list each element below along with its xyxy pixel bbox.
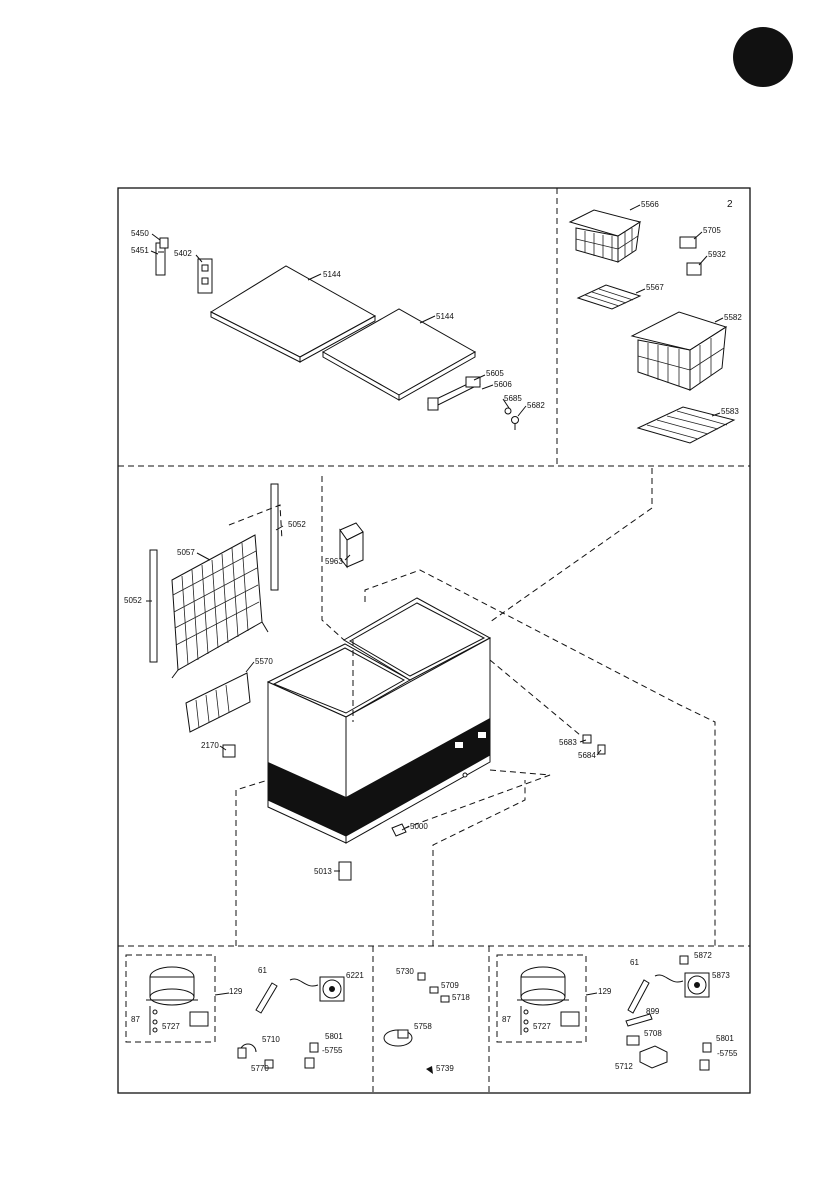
label-61-left: 61: [258, 966, 267, 975]
grille-5570: [186, 673, 250, 732]
side-strip-5052-right: [271, 484, 278, 590]
label-5755-right: -5755: [717, 1049, 738, 1058]
label-5727-left: 5727: [162, 1022, 180, 1031]
label-5567: 5567: [646, 283, 664, 292]
fan-6221: [290, 977, 344, 1001]
label-5873: 5873: [712, 971, 730, 980]
label-5583: 5583: [721, 407, 739, 416]
part-5718: [441, 996, 449, 1002]
panel-cabinet: [146, 468, 715, 946]
label-5739: 5739: [436, 1064, 454, 1073]
label-5710: 5710: [262, 1035, 280, 1044]
probe-61-left: [256, 983, 277, 1013]
part-5708: [627, 1036, 639, 1045]
label-5727-right: 5727: [533, 1022, 551, 1031]
label-5709: 5709: [441, 981, 459, 990]
label-5144a: 5144: [323, 270, 341, 279]
label-5684: 5684: [578, 751, 596, 760]
label-6221: 6221: [346, 971, 364, 980]
label-panel-2: 2: [727, 199, 733, 210]
part-5755-left: [305, 1058, 314, 1068]
label-899: 899: [646, 1007, 660, 1016]
foot-5000: [392, 824, 406, 836]
label-87-right: 87: [502, 1015, 511, 1024]
part-5709: [430, 987, 438, 993]
panel-baskets: [570, 205, 734, 443]
relay-5727-left: [190, 1012, 208, 1026]
label-5402: 5402: [174, 249, 192, 258]
label-5052a: 5052: [288, 520, 306, 529]
shelf-5583: [638, 407, 734, 443]
label-87-left: 87: [131, 1015, 140, 1024]
hinge-5402: [198, 259, 212, 293]
label-129-right: 129: [598, 987, 612, 996]
label-2170: 2170: [201, 741, 219, 750]
part-5710: [238, 1044, 256, 1058]
section-badge: [733, 27, 793, 87]
part-5739: [426, 1066, 433, 1074]
label-129-left: 129: [229, 987, 243, 996]
panel-lids: [151, 234, 526, 430]
label-5683: 5683: [559, 738, 577, 747]
label-5013: 5013: [314, 867, 332, 876]
label-5801-right: 5801: [716, 1034, 734, 1043]
label-5872: 5872: [694, 951, 712, 960]
part-5801-left: [310, 1043, 318, 1052]
label-5712: 5712: [615, 1062, 633, 1071]
label-5000: 5000: [410, 822, 428, 831]
bracket-5705: [680, 237, 696, 248]
label-5057: 5057: [177, 548, 195, 557]
label-5932: 5932: [708, 250, 726, 259]
label-5758: 5758: [414, 1022, 432, 1031]
fan-5873: [655, 973, 709, 997]
compressor-right: [517, 967, 569, 1005]
part-5013: [339, 862, 351, 880]
label-5705: 5705: [703, 226, 721, 235]
basket-5566: [570, 210, 640, 262]
part-5730: [418, 973, 425, 980]
hinge-5450: [156, 238, 168, 275]
label-5755-left: -5755: [322, 1046, 343, 1055]
box-5963: [340, 523, 363, 567]
label-5582: 5582: [724, 313, 742, 322]
label-5682: 5682: [527, 401, 545, 410]
basket-5582: [632, 312, 726, 390]
compressor-left: [146, 967, 198, 1005]
label-5566: 5566: [641, 200, 659, 209]
panel-compressor-right: [497, 955, 711, 1070]
label-5708: 5708: [644, 1029, 662, 1038]
box-5712: [640, 1046, 667, 1068]
shelf-5567: [578, 285, 640, 309]
label-5570: 5570: [255, 657, 273, 666]
label-5770: 5770: [251, 1064, 269, 1073]
label-5730: 5730: [396, 967, 414, 976]
cable-5758: [384, 1030, 412, 1046]
relay-5727-right: [561, 1012, 579, 1026]
label-61-right: 61: [630, 958, 639, 967]
part-5683: [583, 735, 591, 743]
label-5801-left: 5801: [325, 1032, 343, 1041]
label-5718: 5718: [452, 993, 470, 1002]
label-5963: 5963: [325, 557, 343, 566]
part-2170: [223, 745, 235, 757]
label-5605: 5605: [486, 369, 504, 378]
label-5450: 5450: [131, 229, 149, 238]
label-5144b: 5144: [436, 312, 454, 321]
chest-freezer-cabinet: [268, 598, 490, 843]
part-5872: [680, 956, 688, 964]
label-5052b: 5052: [124, 596, 142, 605]
label-5451: 5451: [131, 246, 149, 255]
side-strip-5052-left: [150, 550, 157, 662]
part-5801-right: [703, 1043, 711, 1052]
part-5755-right: [700, 1060, 709, 1070]
label-5606: 5606: [494, 380, 512, 389]
panel-compressor-left: [126, 955, 344, 1068]
label-5685: 5685: [504, 394, 522, 403]
